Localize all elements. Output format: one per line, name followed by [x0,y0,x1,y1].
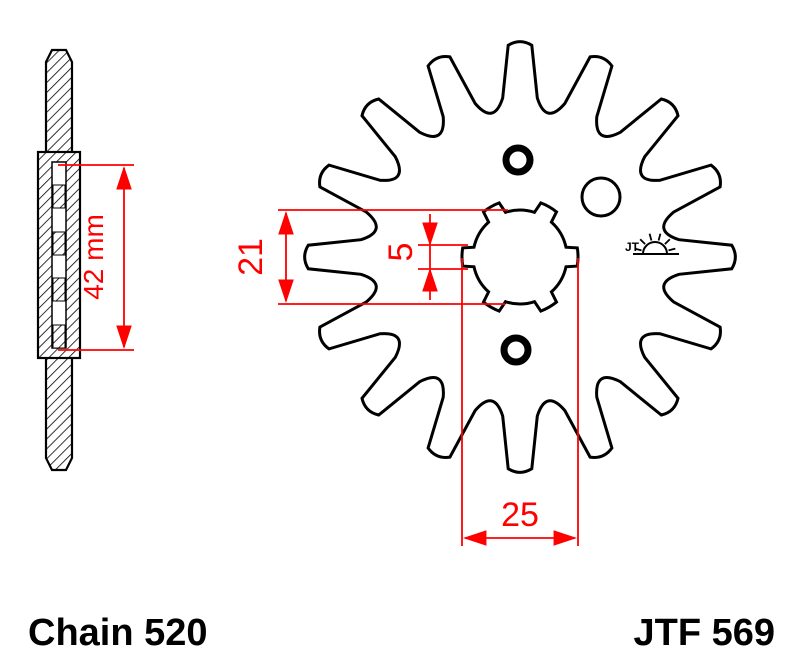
jt-logo-text: JT [625,240,640,254]
front-view: JT [303,40,737,474]
dimension-42mm: 42 mm [58,164,134,351]
jt-logo-rays-icon [634,233,676,252]
dimension-25-label: 25 [501,496,539,534]
bolt-hole-bottom [500,334,532,366]
side-view [36,48,82,472]
jt-logo-sun-icon [642,241,668,255]
part-number-label: JTF 569 [633,612,775,654]
bolt-hole-top [502,144,534,176]
dimension-5: 5 [382,214,468,300]
dimension-21-label: 21 [232,238,270,276]
side-view-bore-cell [52,277,66,302]
jt-logo: JT [625,233,679,255]
side-view-bore-cell [52,184,66,209]
chain-size-label: Chain 520 [28,612,208,654]
spline-bore [460,201,580,313]
side-view-bore-cell [52,231,66,256]
dimension-5-label: 5 [382,243,420,262]
dimension-21: 21 [232,209,508,305]
side-view-bore-cell [52,324,66,349]
lightening-hole [580,176,622,218]
dimension-42mm-label: 42 mm [78,214,109,300]
dimension-25: 25 [461,258,579,546]
